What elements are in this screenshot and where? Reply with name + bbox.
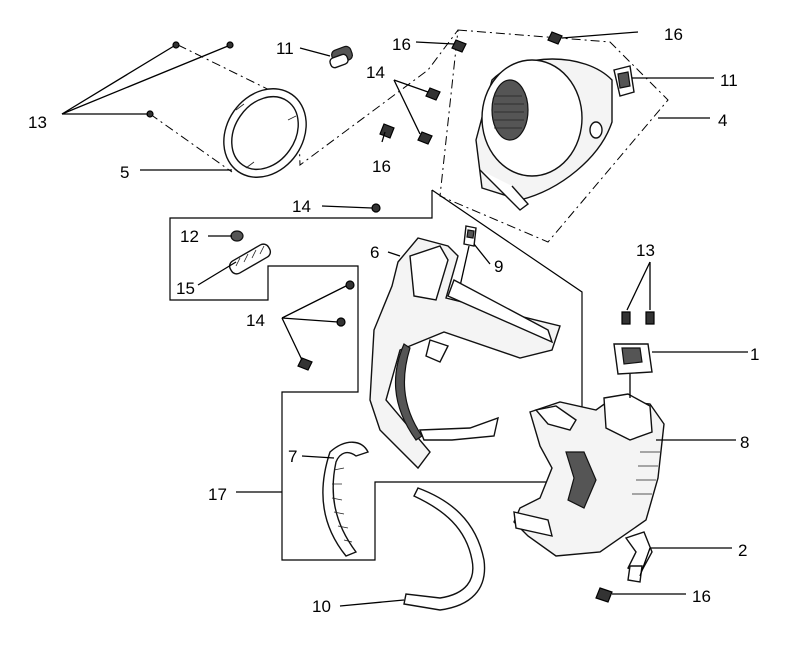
screw-14-cover <box>371 203 381 213</box>
callout-13-right: 13 <box>636 241 655 260</box>
callout-16-top-right: 16 <box>664 25 683 44</box>
screw-13-a <box>172 41 180 49</box>
callout-12: 12 <box>180 227 199 246</box>
screw-13-right-b <box>645 311 655 325</box>
part-9-clip <box>451 225 477 323</box>
callout-5: 5 <box>120 163 129 182</box>
callout-4: 4 <box>718 111 727 130</box>
part-11-plug-left <box>329 45 353 69</box>
part-12-grommet <box>230 230 244 242</box>
leader-lines <box>61 31 748 607</box>
part-11-plug-right <box>613 65 635 97</box>
callout-13-left: 13 <box>28 113 47 132</box>
part-8-lower-housing <box>513 393 665 557</box>
callout-15: 15 <box>176 279 195 298</box>
screw-13-b <box>226 41 234 49</box>
callout-11-right: 11 <box>720 71 738 90</box>
part-6-main-cover <box>369 237 561 470</box>
callout-2: 2 <box>738 541 747 560</box>
group-boundary-14-12-15 <box>169 189 583 561</box>
screw-16-bottom <box>595 587 613 603</box>
screw-16-top-right <box>547 31 563 45</box>
screw-14-lower-b <box>336 317 346 327</box>
callout-1: 1 <box>750 345 759 364</box>
callout-16-left: 16 <box>372 157 391 176</box>
group-boundary-4-dash <box>439 29 669 243</box>
screw-16-top <box>451 39 467 53</box>
callout-9: 9 <box>494 257 503 276</box>
screw-13-right-a <box>621 311 631 325</box>
screw-14-upper <box>425 87 441 101</box>
part-1-bracket <box>613 343 653 398</box>
callout-10: 10 <box>312 597 331 616</box>
part-15-foam-strip <box>228 243 272 275</box>
screw-16-left <box>379 123 395 139</box>
screw-14-mid <box>417 131 433 145</box>
callout-8: 8 <box>740 433 749 452</box>
callout-14-upper: 14 <box>366 63 385 82</box>
part-4-fan-shroud <box>475 58 613 211</box>
callout-17: 17 <box>208 485 227 504</box>
group-boundary-5-dash-low <box>149 113 233 173</box>
part-7-seal-strip <box>322 441 369 557</box>
callout-7: 7 <box>288 447 297 466</box>
screw-14-lower-a <box>345 280 355 290</box>
group-boundary-5-dash <box>177 29 459 166</box>
screw-14-lower-c <box>297 357 313 371</box>
callout-16-top: 16 <box>392 35 411 54</box>
callout-6: 6 <box>370 243 379 262</box>
callout-14-lower: 14 <box>246 311 265 330</box>
callout-16-bottom: 16 <box>692 587 711 606</box>
callout-11-left: 11 <box>276 39 294 58</box>
part-10-seal <box>403 487 486 611</box>
part-5-ring <box>223 88 307 178</box>
part-2-clamp <box>624 531 653 583</box>
callout-14-cover: 14 <box>292 197 311 216</box>
